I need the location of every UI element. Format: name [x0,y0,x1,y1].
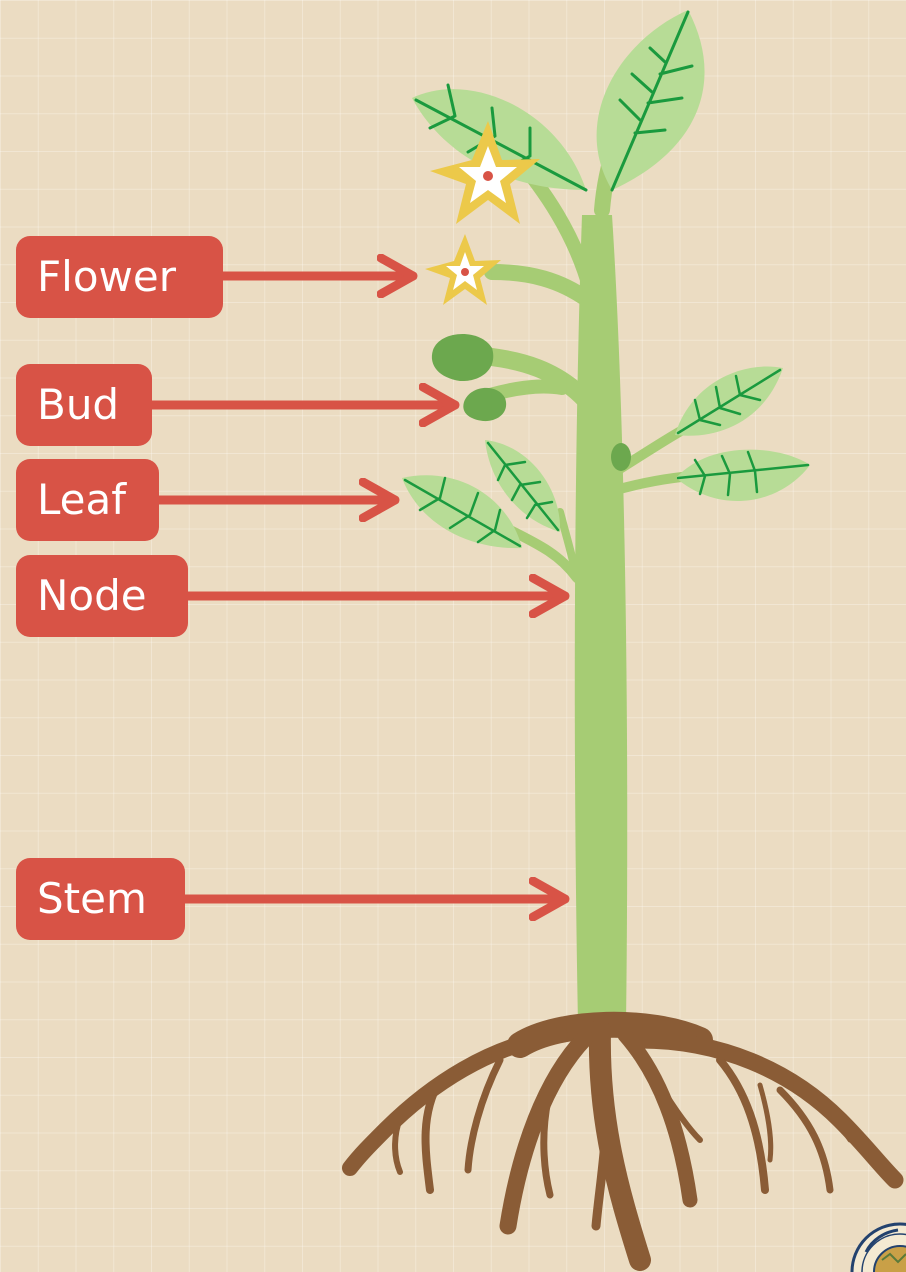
main-stem [575,215,627,1025]
node-bud [611,443,631,471]
label-flower: Flower [16,236,223,318]
label-stem-text: Stem [37,878,147,920]
label-bud: Bud [16,364,152,446]
roots [350,1025,895,1260]
seal-logo [852,1224,906,1272]
branch-flower [492,272,588,300]
label-flower-text: Flower [37,256,176,298]
arrows [150,276,565,899]
bud-small [463,388,506,421]
label-node-text: Node [37,575,147,617]
leaf-right-lower [676,450,810,501]
label-leaf: Leaf [16,459,159,541]
label-node: Node [16,555,188,637]
label-stem: Stem [16,858,185,940]
leaf-top-right [597,10,705,190]
label-bud-text: Bud [37,384,119,426]
bud-large [432,334,493,381]
label-leaf-text: Leaf [37,479,126,521]
leaf-right-upper [675,367,783,436]
flower-small [425,234,501,305]
